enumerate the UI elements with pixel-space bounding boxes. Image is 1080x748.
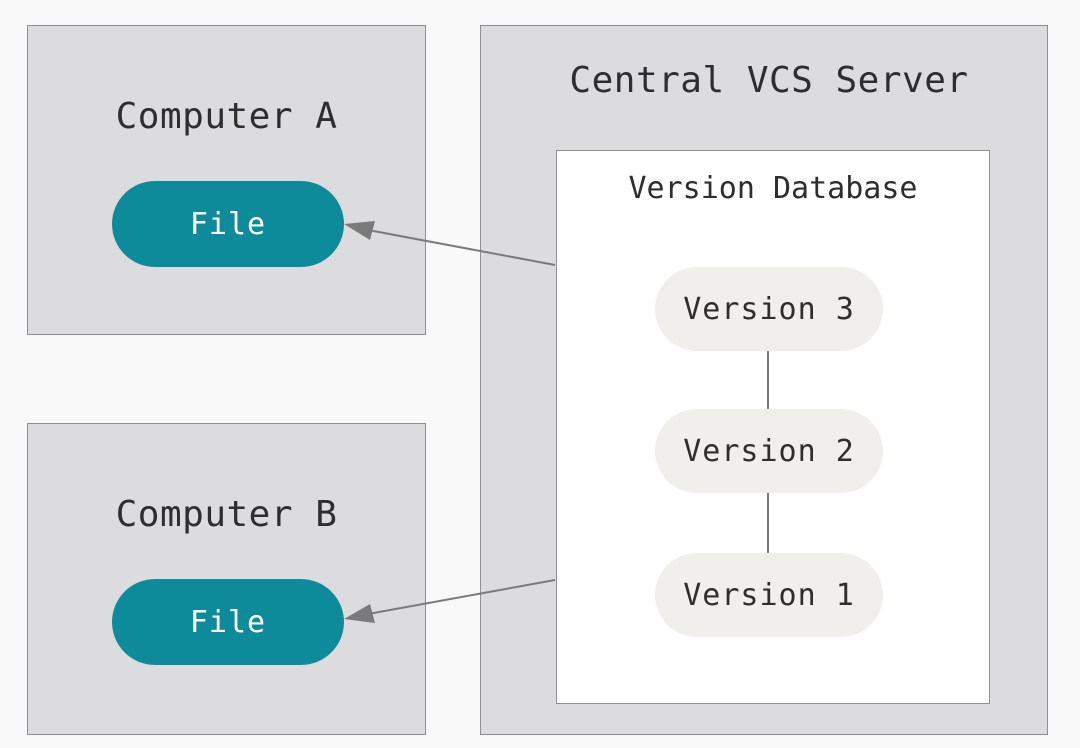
computer-b-box: Computer B File xyxy=(27,423,426,735)
version-2-pill: Version 2 xyxy=(655,409,883,493)
arrow-to-computer-b xyxy=(344,579,556,623)
version-3-pill: Version 3 xyxy=(655,267,883,351)
computer-a-box: Computer A File xyxy=(27,25,426,335)
computer-a-title: Computer A xyxy=(115,96,338,137)
central-vcs-server-box: Central VCS Server Version Database Vers… xyxy=(480,25,1048,735)
connector-3-2 xyxy=(767,351,769,409)
version-database-box: Version Database Version 3 Version 2 Ver… xyxy=(556,150,990,704)
server-title: Central VCS Server xyxy=(569,60,969,101)
computer-a-file: File xyxy=(112,181,344,267)
version-database-title: Version Database xyxy=(628,171,918,206)
connector-2-1 xyxy=(767,493,769,553)
computer-b-file: File xyxy=(112,579,344,665)
arrow-to-computer-a xyxy=(344,221,556,266)
version-1-pill: Version 1 xyxy=(655,553,883,637)
computer-b-title: Computer B xyxy=(115,494,338,535)
